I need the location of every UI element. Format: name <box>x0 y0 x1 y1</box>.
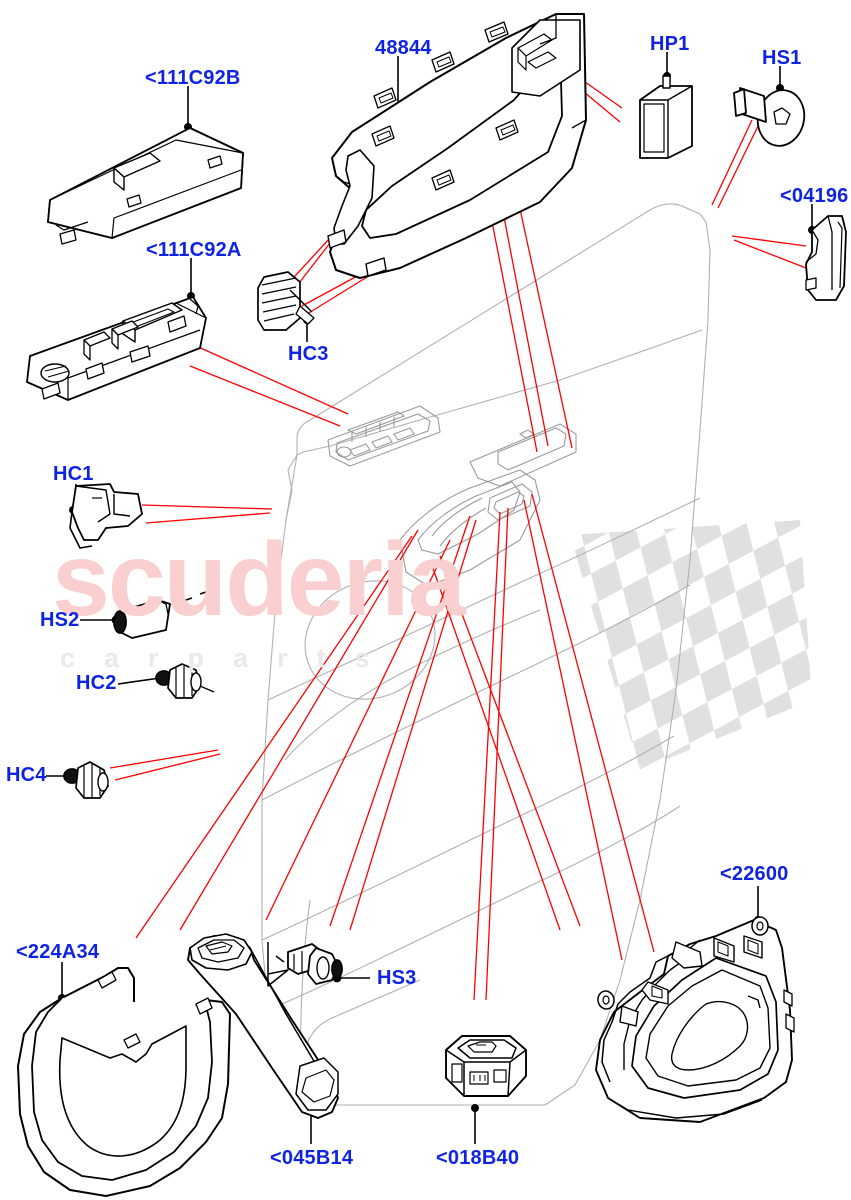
part-clip-grommet <box>155 663 215 699</box>
part-window-switch-bezel-rear <box>47 127 244 245</box>
part-screw-tapered <box>113 587 219 639</box>
callout-label-224A34[interactable]: <224A34 <box>16 941 100 963</box>
callout-label-HS3[interactable]: HS3 <box>377 967 417 989</box>
watermark-scuderia: scuderia <box>52 522 466 638</box>
part-clip-bracket <box>69 483 143 549</box>
part-plug-square <box>639 75 693 159</box>
callout-label-04196[interactable]: <04196 <box>780 185 849 207</box>
callout-label-018B40[interactable]: <018B40 <box>436 1147 520 1169</box>
checkered-flag-watermark <box>570 520 812 770</box>
part-clip-retainer-comb <box>257 271 315 331</box>
part-window-switch-bezel-front <box>26 296 207 401</box>
callout-label-HS2[interactable]: HS2 <box>40 609 80 631</box>
callout-label-HC1[interactable]: HC1 <box>53 463 94 485</box>
callout-label-111C92A[interactable]: <111C92A <box>146 239 242 261</box>
callout-label-48844[interactable]: 48844 <box>375 37 432 59</box>
part-screw-large-head <box>733 87 806 147</box>
callout-label-HC2[interactable]: HC2 <box>76 672 117 694</box>
callout-label-22600[interactable]: <22600 <box>720 863 789 885</box>
part-screw-shoulder <box>287 943 343 985</box>
callout-label-045B14[interactable]: <045B14 <box>270 1147 354 1169</box>
callout-label-HC4[interactable]: HC4 <box>6 764 47 786</box>
callout-label-HP1[interactable]: HP1 <box>650 33 690 55</box>
door-panel-handle-recess <box>399 423 577 587</box>
part-door-trim-upper-panel <box>327 13 587 279</box>
part-door-lock-switch <box>445 1035 527 1097</box>
callout-label-HS1[interactable]: HS1 <box>762 47 802 69</box>
part-door-pull-handle-trim <box>17 967 231 1197</box>
door-panel-switch-recess <box>327 405 441 467</box>
callout-label-111C92B[interactable]: <111C92B <box>145 67 241 89</box>
leader-lines-red <box>109 55 807 1001</box>
part-interior-door-handle-assembly <box>595 916 795 1123</box>
watermark-carparts: carparts <box>60 643 399 673</box>
part-armrest-grab-handle <box>187 933 339 1119</box>
callout-label-HC3[interactable]: HC3 <box>288 343 329 365</box>
part-clip-push-pin <box>63 761 109 799</box>
part-door-trim-end-bracket <box>805 215 847 301</box>
